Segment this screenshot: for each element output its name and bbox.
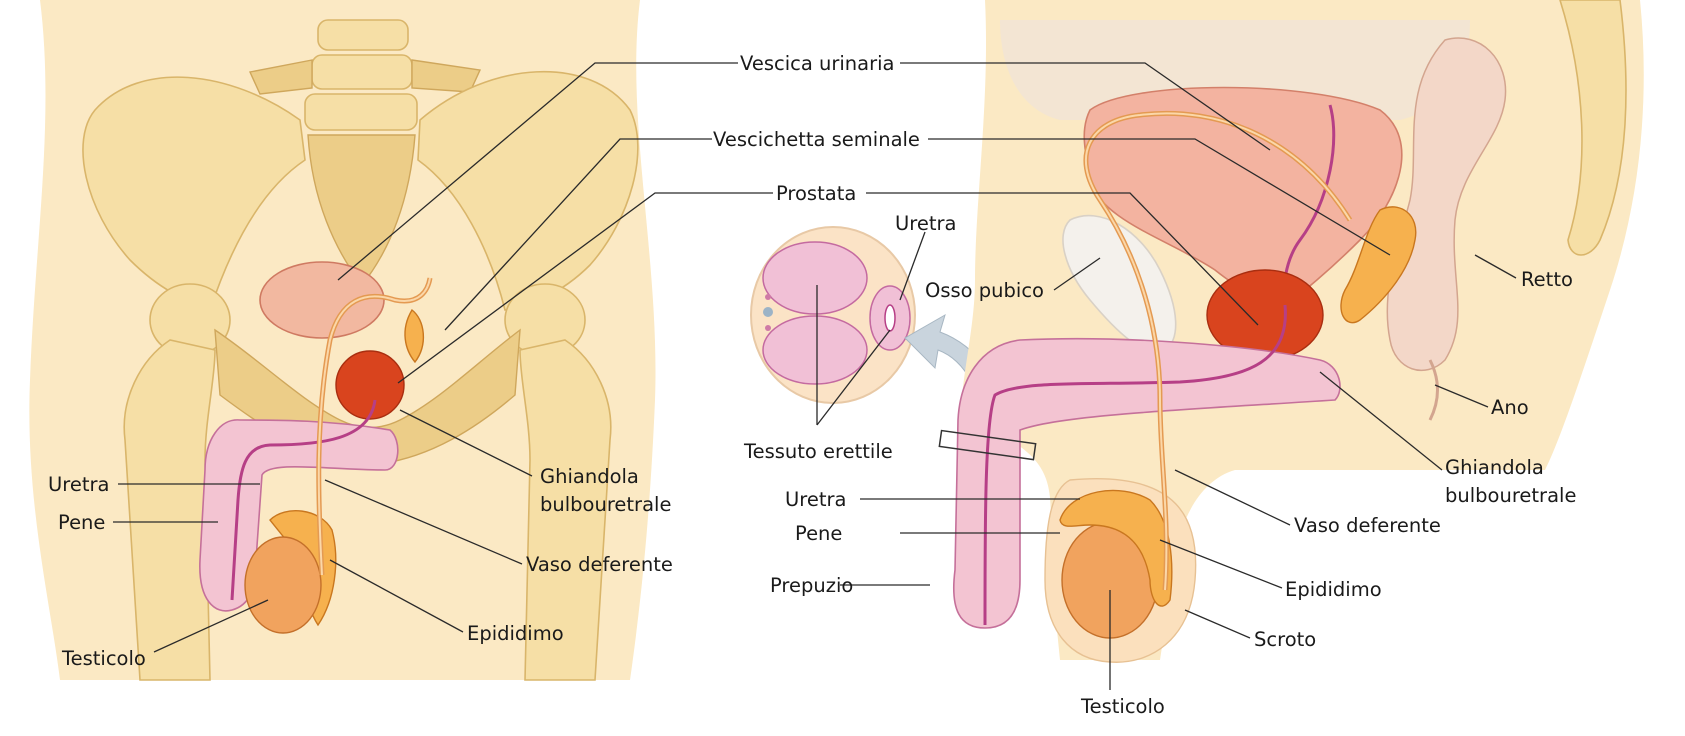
iliac-wing-left: [82, 76, 306, 312]
rectum: [1386, 37, 1507, 371]
urethra-cross: [884, 304, 896, 332]
testicle-frontal: [244, 536, 322, 634]
label-ghiandola-right-line2: bulbouretrale: [1445, 484, 1576, 507]
labels: Vescica urinaria Vescichetta seminale Pr…: [48, 52, 1576, 718]
label-testicolo-left: Testicolo: [61, 647, 146, 670]
urethra-frontal: [230, 399, 377, 601]
spine: [248, 19, 482, 131]
label-epididimo-right: Epididimo: [1285, 578, 1382, 601]
label-vaso-deferente-left: Vaso deferente: [526, 553, 673, 576]
abdominal-cavity: [1000, 20, 1470, 120]
label-pene-right: Pene: [795, 522, 842, 545]
label-uretra-cross-section: Uretra: [895, 212, 956, 235]
leader-lines: [113, 62, 1517, 690]
corpus-cavernosum-lower: [762, 315, 868, 385]
label-uretra-right: Uretra: [785, 488, 846, 511]
label-vescica-urinaria: Vescica urinaria: [740, 52, 894, 75]
femur-left: [123, 339, 216, 681]
prostate-frontal: [335, 350, 405, 420]
label-tessuto-erettile: Tessuto erettile: [743, 440, 893, 463]
iliac-wing-right: [417, 70, 639, 311]
label-vaso-deferente-right: Vaso deferente: [1294, 514, 1441, 537]
label-vescichetta-seminale: Vescichetta seminale: [713, 128, 920, 151]
bladder-frontal: [259, 261, 385, 339]
label-scroto: Scroto: [1254, 628, 1316, 651]
label-uretra-left: Uretra: [48, 473, 109, 496]
corpus-cavernosum-upper: [762, 241, 868, 315]
urethra-sagittal: [983, 304, 1287, 626]
label-epididimo-left: Epididimo: [467, 622, 564, 645]
label-prepuzio: Prepuzio: [770, 574, 853, 597]
cross-section-marker: [938, 429, 1037, 461]
seminal-vesicle-sagittal: [1340, 206, 1417, 324]
seminal-vesicle-frontal: [404, 308, 424, 364]
femur-right: [519, 339, 612, 681]
penis-cross-section: [750, 226, 916, 404]
label-prostata: Prostata: [776, 182, 856, 205]
frontal-view: [29, 0, 656, 681]
label-osso-pubico: Osso pubico: [925, 279, 1044, 302]
sagittal-view: [938, 0, 1644, 663]
label-retto: Retto: [1521, 268, 1573, 291]
label-ghiandola-right-line1: Ghiandola: [1445, 456, 1544, 479]
label-ano: Ano: [1491, 396, 1529, 419]
penis-sagittal: [953, 337, 1341, 629]
label-ghiandola-left-line2: bulbouretrale: [540, 493, 671, 516]
anus: [1428, 359, 1439, 421]
label-pene-left: Pene: [58, 511, 105, 534]
epididymis-sagittal: [1059, 489, 1173, 607]
label-ghiandola-left-line1: Ghiandola: [540, 465, 639, 488]
label-testicolo-right: Testicolo: [1080, 695, 1165, 718]
sacrum-sagittal: [1559, 0, 1627, 256]
